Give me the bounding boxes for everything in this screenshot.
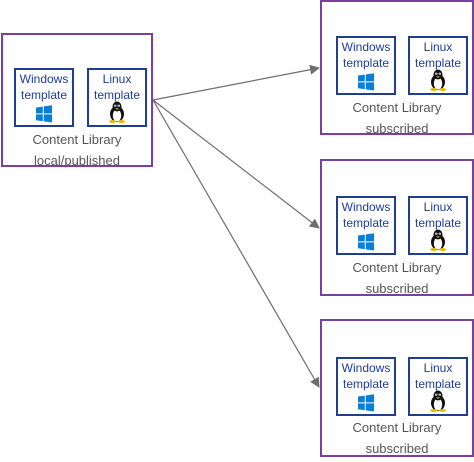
linux-tux-icon (430, 69, 446, 91)
library-caption: Content Library subscribed (352, 420, 442, 456)
linux-tux-icon (430, 390, 446, 412)
library-caption: Content Library subscribed (352, 100, 442, 136)
linux-template-label: Linux template (414, 200, 462, 230)
linux-template: Linux template (87, 68, 147, 127)
arrow-to-subscribed-1 (152, 64, 320, 101)
windows-logo-icon (358, 233, 374, 251)
linux-template-label: Linux template (93, 72, 141, 102)
arrow-to-subscribed-2 (152, 99, 320, 229)
arrow-to-subscribed-3 (152, 99, 320, 388)
library-caption: Content Library subscribed (352, 260, 442, 296)
windows-template: Windows template (336, 36, 396, 95)
windows-template: Windows template (14, 68, 74, 127)
windows-template: Windows template (336, 196, 396, 255)
content-library-subscribed: Windows template Linux template Content … (320, 159, 474, 296)
windows-template: Windows template (336, 357, 396, 416)
content-library-subscribed: Windows template Linux template Content … (320, 0, 474, 136)
windows-template-label: Windows template (341, 40, 391, 70)
windows-logo-icon (358, 394, 374, 412)
linux-template: Linux template (408, 196, 468, 255)
linux-template: Linux template (408, 36, 468, 95)
linux-template: Linux template (408, 357, 468, 416)
linux-template-label: Linux template (414, 40, 462, 70)
windows-logo-icon (358, 73, 374, 91)
windows-template-label: Windows template (341, 200, 391, 230)
content-library-local: Windows template Linux template Content … (1, 33, 153, 168)
library-caption: Content Library local/published (32, 132, 122, 168)
linux-template-label: Linux template (414, 361, 462, 391)
linux-tux-icon (109, 101, 125, 123)
linux-tux-icon (430, 229, 446, 251)
windows-template-label: Windows template (341, 361, 391, 391)
windows-template-label: Windows template (19, 72, 69, 102)
windows-logo-icon (36, 105, 52, 123)
content-library-subscribed: Windows template Linux template Content … (320, 319, 474, 457)
